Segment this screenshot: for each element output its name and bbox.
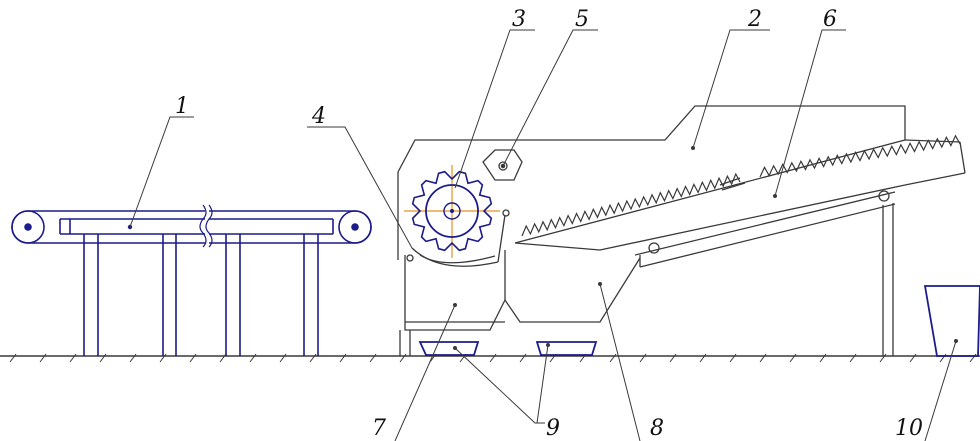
ground-hatch-icon <box>909 353 917 363</box>
machine-housing <box>397 105 966 356</box>
hex-pulley-icon <box>482 149 523 181</box>
ground-hatch-icon <box>699 353 707 363</box>
label-8: 8 <box>650 416 664 441</box>
ground-hatch-icon <box>729 353 737 363</box>
collection-trays <box>418 341 598 356</box>
ground-hatch-icon <box>9 353 17 363</box>
ground-hatch-icon <box>129 353 137 363</box>
ground-hatch-icon <box>339 353 347 363</box>
label-10: 10 <box>895 416 923 441</box>
ground-hatch-icon <box>759 353 767 363</box>
ground-hatch-icon <box>669 353 677 363</box>
label-5: 5 <box>575 7 589 32</box>
leader-lines <box>129 29 957 441</box>
cog-rotor-icon <box>404 165 500 258</box>
label-6: 6 <box>823 7 837 32</box>
ground-hatch-icon <box>369 353 377 363</box>
belt-conveyor <box>11 204 372 356</box>
ground-hatch-icon <box>249 353 257 363</box>
label-7: 7 <box>372 416 386 441</box>
toothed-screen <box>521 134 961 237</box>
callout-labels: 1 2 3 4 5 6 7 8 9 10 <box>175 7 923 441</box>
label-9: 9 <box>546 416 560 441</box>
ground-hatch-icon <box>99 353 107 363</box>
ground-hatch-icon <box>69 353 77 363</box>
ground-hatch-icon <box>639 353 647 363</box>
ground-hatch-icon <box>879 353 887 363</box>
output-bin <box>923 285 980 357</box>
ground-hatch-icon <box>849 353 857 363</box>
label-2: 2 <box>747 7 762 32</box>
ground-hatch-icon <box>519 353 527 363</box>
ground-hatch-icon <box>609 353 617 363</box>
ground-hatch-icon <box>159 353 167 363</box>
break-mark-icon <box>199 204 207 248</box>
ground <box>0 353 980 363</box>
deflector <box>406 209 510 267</box>
label-1: 1 <box>175 94 189 119</box>
ground-hatch-icon <box>309 353 317 363</box>
label-3: 3 <box>512 7 526 32</box>
ground-hatch-icon <box>819 353 827 363</box>
ground-hatch-icon <box>219 353 227 363</box>
ground-hatch-icon <box>279 353 287 363</box>
cog-teeth <box>411 170 493 252</box>
ground-hatch-icon <box>489 353 497 363</box>
ground-hatch-icon <box>789 353 797 363</box>
label-4: 4 <box>311 104 326 129</box>
ground-hatch-icon <box>39 353 47 363</box>
leader-dots <box>453 146 958 350</box>
ground-hatch-icon <box>399 353 407 363</box>
ground-hatch-icon <box>189 353 197 363</box>
